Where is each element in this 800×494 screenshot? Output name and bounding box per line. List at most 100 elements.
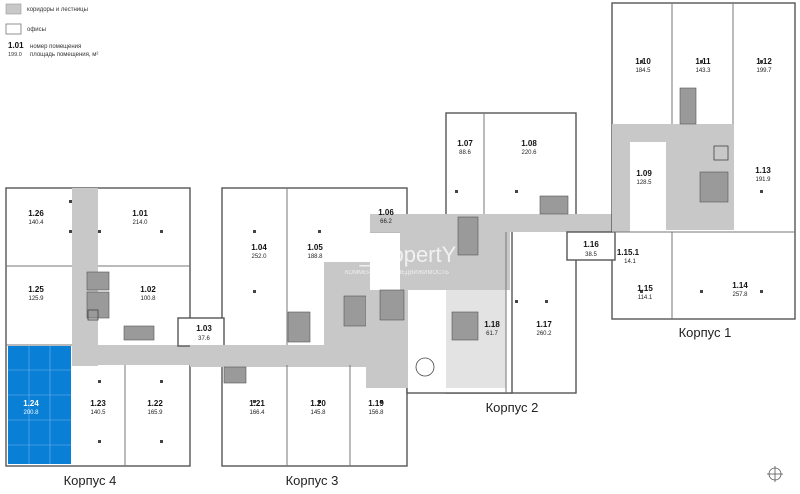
- room-1-08[interactable]: 1.08 220.6: [484, 113, 576, 214]
- room-area[interactable]: [224, 190, 287, 340]
- room-1-01[interactable]: 1.01 214.0: [98, 188, 190, 266]
- compass-icon: [767, 466, 783, 482]
- room-1-04[interactable]: 1.04 252.0: [224, 190, 287, 340]
- stair-icon: [287, 311, 311, 343]
- room-1-25[interactable]: 1.25 125.9: [6, 266, 72, 345]
- room-area-value: 165.9: [147, 410, 163, 416]
- room-number: 1.06: [378, 208, 394, 217]
- room-area-value: 100.8: [140, 296, 156, 302]
- room-area-value: 143.3: [695, 68, 711, 74]
- room-1-15[interactable]: 1.15 114.1: [615, 262, 672, 319]
- room-number: 1.07: [457, 139, 473, 148]
- room-number: 1.08: [521, 139, 537, 148]
- korpus-1-label: Корпус 1: [679, 325, 732, 340]
- room-1-21[interactable]: 1.21 166.4: [224, 367, 287, 466]
- room-area-value: 114.1: [638, 295, 653, 301]
- legend-number-label: номер помещения: [30, 44, 81, 50]
- room-1-24[interactable]: 1.24 200.8: [8, 346, 71, 464]
- room-area[interactable]: [98, 188, 190, 266]
- map-legend: коридоры и лестницы офисы 1.01 199.0 ном…: [5, 3, 98, 58]
- legend-office-label: офисы: [27, 27, 46, 33]
- room-1-16[interactable]: 1.16 38.5: [567, 232, 612, 260]
- room-area[interactable]: [8, 346, 71, 464]
- room-area[interactable]: [506, 232, 576, 393]
- room-1-18[interactable]: 1.18 61.7: [478, 300, 506, 350]
- room-area-value: 37.6: [198, 336, 210, 342]
- room-1-26[interactable]: 1.26 140.4: [6, 188, 72, 266]
- room-1-12[interactable]: 1.12 199.7: [733, 3, 795, 124]
- room-1-15-1[interactable]: 1.15.1 14.1: [612, 232, 647, 265]
- room-1-10[interactable]: 1.10 184.5: [612, 3, 672, 124]
- room-1-02[interactable]: 1.02 100.8: [112, 266, 190, 326]
- lift-icon: [87, 309, 99, 321]
- room-area-value: 88.6: [459, 150, 471, 156]
- korpus-3-label: Корпус 3: [286, 473, 339, 488]
- stair-icon: [539, 195, 569, 215]
- room-area[interactable]: [630, 142, 666, 232]
- stair-icon: [379, 289, 405, 321]
- room-number: 1.04: [251, 243, 267, 252]
- room-1-11[interactable]: 1.11 143.3: [672, 3, 733, 88]
- room-number: 1.09: [636, 169, 652, 178]
- room-number: 1.17: [536, 320, 552, 329]
- room-area[interactable]: [484, 113, 576, 214]
- room-number: 1.25: [28, 285, 44, 294]
- stair-icon: [86, 271, 110, 291]
- room-area-value: 66.2: [380, 219, 392, 225]
- room-1-20[interactable]: 1.20 145.8: [287, 367, 350, 466]
- room-area-value: 252.0: [251, 254, 267, 260]
- room-area-value: 128.5: [636, 180, 652, 186]
- room-number: 1.24: [23, 399, 39, 408]
- selected-room-highlight: [8, 346, 71, 464]
- room-1-17[interactable]: 1.17 260.2: [506, 232, 576, 393]
- room-area-value: 257.8: [732, 292, 748, 298]
- room-area-value: 199.7: [756, 68, 772, 74]
- room-area[interactable]: [6, 266, 72, 345]
- korpus-4-label: Корпус 4: [64, 473, 117, 488]
- room-area[interactable]: [672, 232, 795, 319]
- room-number: 1.23: [90, 399, 106, 408]
- room-1-07[interactable]: 1.07 88.6: [446, 113, 484, 214]
- room-1-13[interactable]: 1.13 191.9: [734, 124, 795, 232]
- room-area[interactable]: [6, 188, 72, 266]
- room-area-value: 188.8: [307, 254, 323, 260]
- room-area-value: 184.5: [635, 68, 651, 74]
- room-number: 1.21: [249, 399, 265, 408]
- room-area-value: 200.8: [23, 410, 39, 416]
- room-1-19[interactable]: 1.19 156.8: [350, 367, 407, 466]
- room-area-value: 14.1: [624, 259, 636, 265]
- legend-sample-area: 199.0: [8, 52, 22, 58]
- room-1-22[interactable]: 1.22 165.9: [125, 365, 190, 466]
- room-number: 1.11: [695, 57, 711, 66]
- room-area-value: 220.6: [521, 150, 537, 156]
- room-area[interactable]: [350, 367, 407, 466]
- room-outline-1-16: [566, 231, 616, 261]
- room-area-value: 156.8: [368, 410, 384, 416]
- room-area-value: 214.0: [132, 220, 148, 226]
- room-area[interactable]: [287, 367, 350, 466]
- room-number: 1.18: [484, 320, 500, 329]
- room-area-value: 61.7: [486, 331, 498, 337]
- room-number: 1.02: [140, 285, 156, 294]
- room-1-09[interactable]: 1.09 128.5: [630, 142, 666, 232]
- room-number: 1.26: [28, 209, 44, 218]
- room-number: 1.03: [196, 324, 212, 333]
- room-area[interactable]: [446, 113, 484, 214]
- korpus-2-label: Корпус 2: [486, 400, 539, 415]
- room-1-05[interactable]: 1.05 188.8: [287, 190, 324, 312]
- room-1-14[interactable]: 1.14 257.8: [672, 232, 795, 319]
- room-1-06[interactable]: 1.06 66.2: [370, 190, 407, 232]
- room-1-23[interactable]: 1.23 140.5: [72, 365, 125, 466]
- legend-corridor-swatch: [5, 3, 22, 15]
- room-area-value: 38.5: [585, 252, 597, 258]
- stair-icon: [123, 325, 155, 341]
- room-1-03[interactable]: 1.03 37.6: [178, 318, 224, 346]
- room-area[interactable]: [224, 367, 287, 466]
- legend-area-label: площадь помещения, м²: [30, 52, 98, 58]
- building-korpus-2: [366, 112, 615, 394]
- room-area-value: 145.8: [310, 410, 326, 416]
- room-area-value: 166.4: [249, 410, 265, 416]
- stair-icon: [343, 295, 367, 327]
- room-area[interactable]: [612, 232, 647, 262]
- room-area[interactable]: [672, 3, 733, 88]
